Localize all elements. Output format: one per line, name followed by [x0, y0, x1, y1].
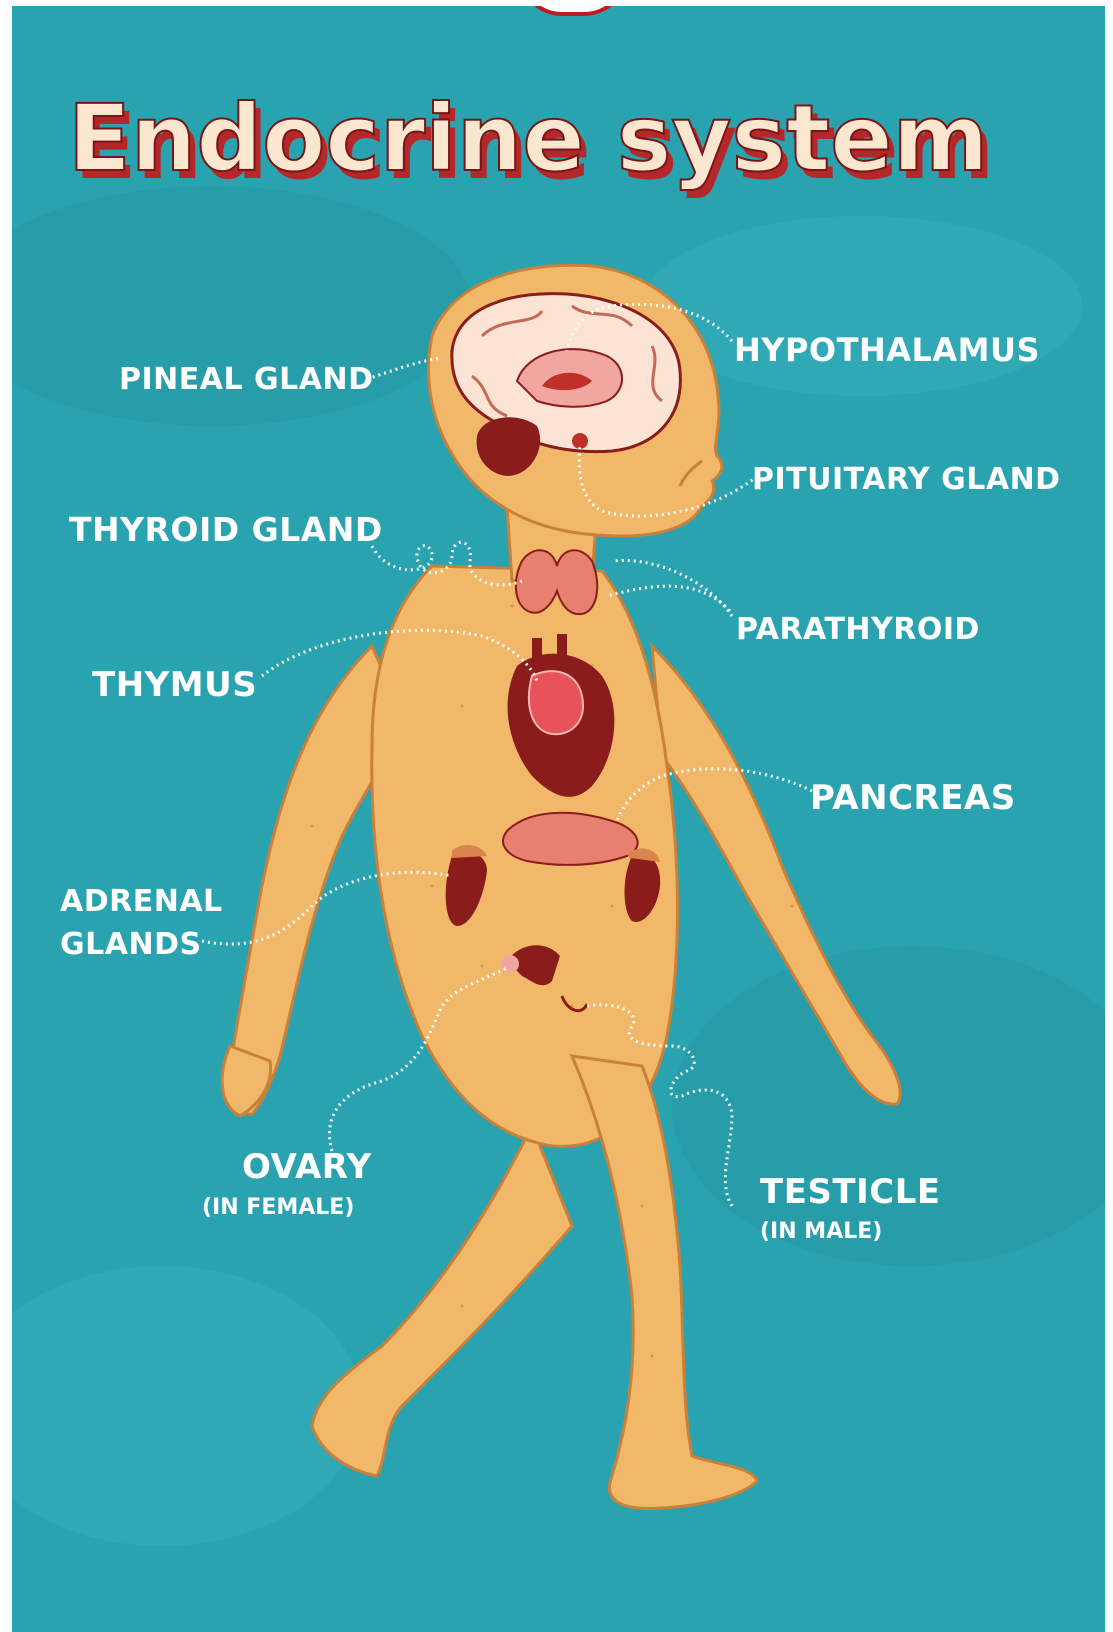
label-hypothalamus: HYPOTHALAMUS: [734, 331, 1040, 369]
label-adrenal-line2: GLANDS: [60, 927, 202, 962]
title-text: Endocrine system: [68, 85, 989, 192]
label-ovary-note: (IN FEMALE): [202, 1195, 354, 1220]
label-pituitary-gland: PITUITARY GLAND: [752, 462, 1061, 497]
label-thymus: THYMUS: [92, 665, 257, 705]
label-ovary: OVARY: [242, 1147, 372, 1187]
child-body: [222, 265, 900, 1508]
endocrine-diagram: Endocrine system Endocrine system: [12, 6, 1105, 1632]
poster: Endocrine system Endocrine system: [12, 6, 1105, 1632]
label-pancreas: PANCREAS: [810, 778, 1016, 818]
label-pineal-gland: PINEAL GLAND: [119, 362, 374, 397]
label-testicle: TESTICLE: [760, 1172, 941, 1212]
label-thyroid-gland: THYROID GLAND: [69, 510, 383, 549]
label-adrenal-line1: ADRENAL: [60, 884, 223, 919]
title: Endocrine system Endocrine system: [68, 85, 995, 200]
label-parathyroid: PARATHYROID: [736, 612, 980, 647]
label-testicle-note: (IN MALE): [760, 1219, 882, 1244]
